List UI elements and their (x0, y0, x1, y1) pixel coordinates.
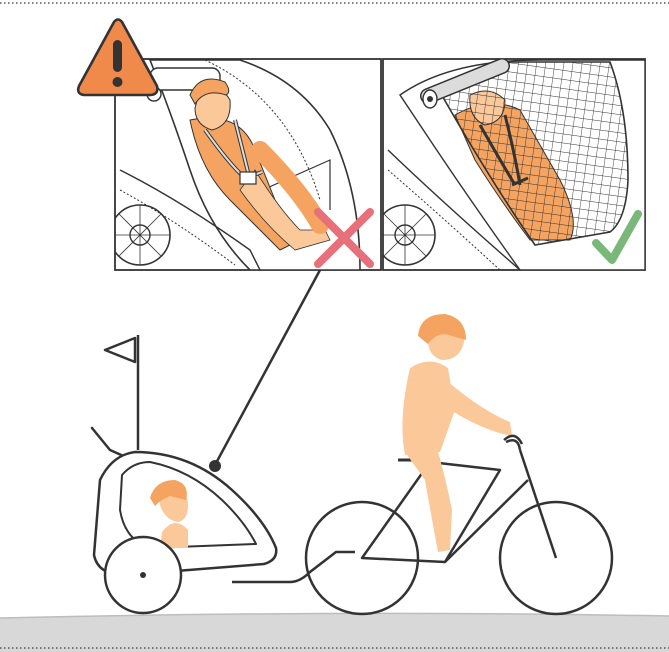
rider (402, 314, 522, 552)
trailer-wheel-detail (110, 205, 170, 265)
trailer-wheel-detail-right (375, 205, 435, 265)
bicycle (306, 440, 612, 614)
safety-flag (105, 335, 138, 450)
warning-triangle-icon (78, 20, 157, 96)
correct-mesh-panel (375, 59, 645, 270)
bicycle-with-rider (306, 314, 612, 614)
child-trailer (92, 335, 355, 613)
callout-pointer (209, 270, 320, 472)
ground (0, 613, 669, 652)
trailer-wheel (105, 537, 181, 613)
